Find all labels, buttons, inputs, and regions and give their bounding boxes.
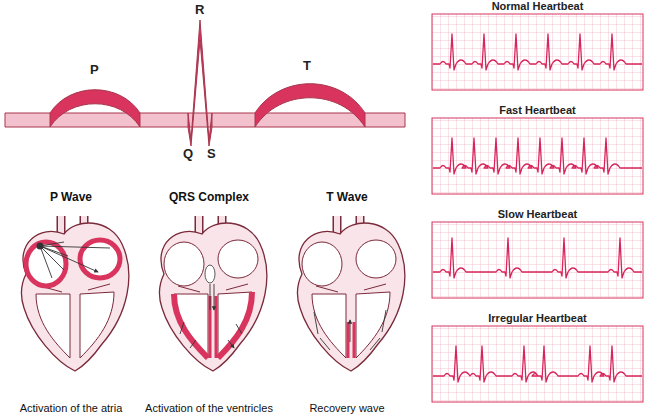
panel-caption: Recovery wave bbox=[309, 402, 384, 414]
wave-label: S bbox=[207, 146, 216, 161]
panel-title: T Wave bbox=[326, 190, 368, 204]
panel-caption: Activation of the ventricles bbox=[145, 402, 273, 414]
heart-panel: T WaveRecovery wave bbox=[278, 190, 416, 414]
ecg-trace bbox=[433, 346, 642, 382]
ecg-strip: Irregular Heartbeat bbox=[432, 312, 643, 402]
strip-title: Fast Heartbeat bbox=[499, 104, 575, 116]
panel-title: P Wave bbox=[50, 190, 92, 204]
wave-label: P bbox=[90, 62, 99, 77]
strip-title: Normal Heartbeat bbox=[492, 0, 584, 12]
ecg-trace bbox=[433, 238, 642, 278]
heart-panel: QRS ComplexActivation of the ventricles bbox=[140, 190, 278, 414]
heart-panel: P WaveActivation of the atria bbox=[2, 190, 140, 414]
wave-label: T bbox=[303, 58, 311, 73]
wave-label: Q bbox=[183, 146, 193, 161]
ecg-strip: Normal Heartbeat bbox=[432, 0, 643, 90]
heart-p-wave bbox=[22, 216, 129, 371]
ecg-trace bbox=[433, 34, 642, 70]
panel-title: QRS Complex bbox=[169, 190, 249, 204]
heart-t-wave bbox=[298, 216, 405, 371]
ecg-trace bbox=[433, 138, 642, 174]
wave-label: R bbox=[195, 2, 204, 17]
ecg-strips bbox=[432, 14, 643, 402]
ecg-strip: Slow Heartbeat bbox=[432, 208, 643, 298]
panel-caption: Activation of the atria bbox=[20, 402, 123, 414]
heart-qrs bbox=[160, 216, 267, 371]
strip-title: Irregular Heartbeat bbox=[488, 312, 586, 324]
ecg-waveform bbox=[5, 20, 405, 146]
strip-title: Slow Heartbeat bbox=[498, 208, 577, 220]
ecg-strip: Fast Heartbeat bbox=[432, 104, 643, 194]
